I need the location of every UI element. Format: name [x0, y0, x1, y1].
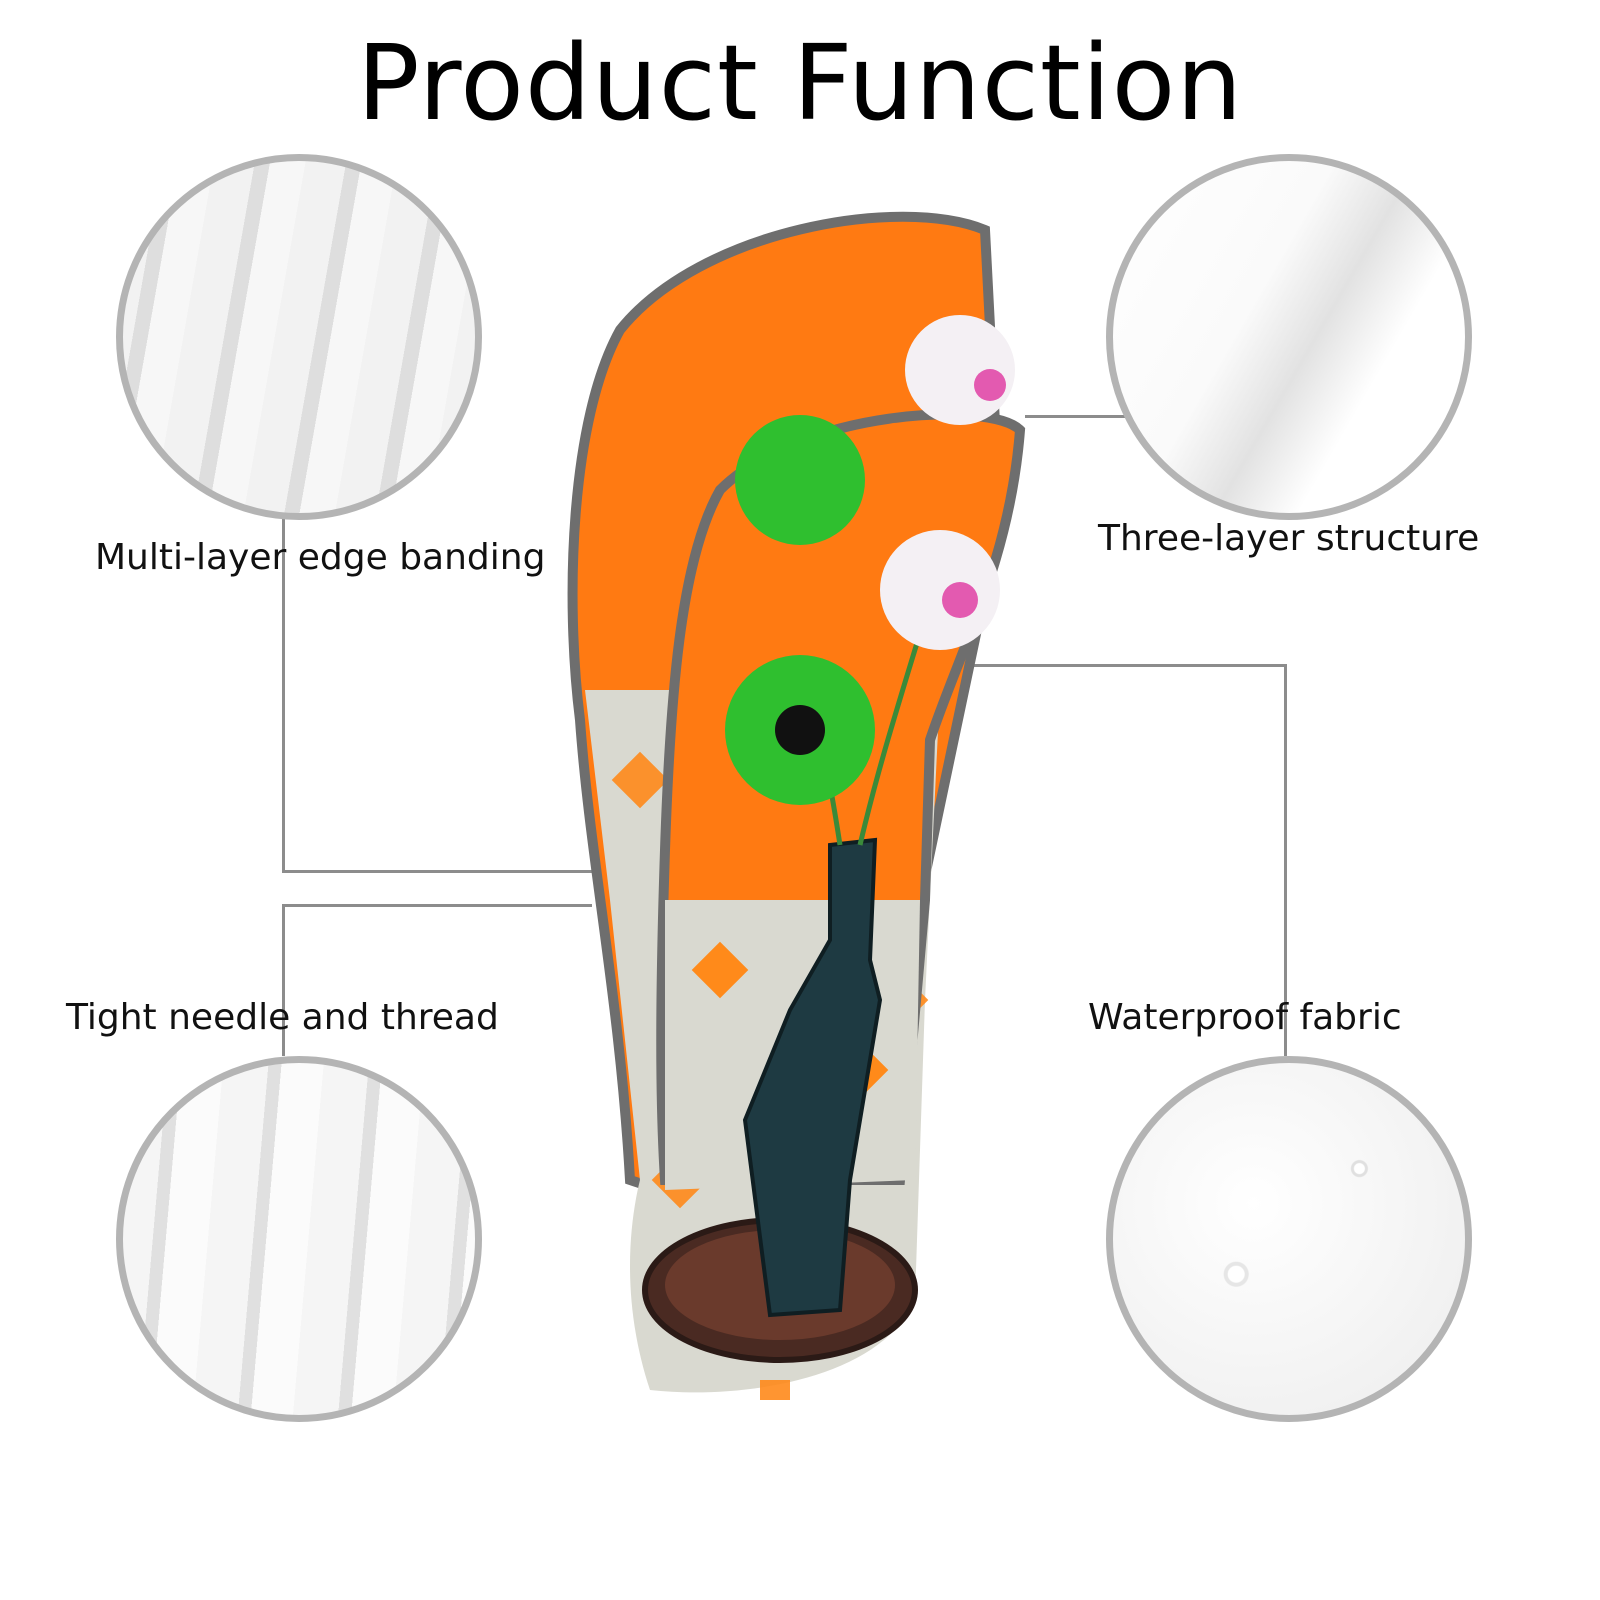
- connector-line: [282, 904, 592, 907]
- feature-label: Multi-layer edge banding: [95, 537, 546, 578]
- connector-line: [282, 515, 285, 873]
- edge-banding-detail-image: [116, 154, 482, 520]
- three-layer-detail-image: [1106, 154, 1472, 520]
- feature-label: Waterproof fabric: [1088, 997, 1402, 1038]
- connector-line: [895, 664, 1287, 667]
- connector-line: [282, 870, 592, 873]
- waterproof-detail-image: [1106, 1056, 1472, 1422]
- connector-line: [282, 904, 285, 1056]
- needle-thread-detail-image: [116, 1056, 482, 1422]
- feature-label: Tight needle and thread: [66, 997, 499, 1038]
- connector-line: [1025, 415, 1125, 418]
- connector-line: [1284, 664, 1287, 1056]
- feature-label: Three-layer structure: [1098, 518, 1480, 559]
- page-title: Product Function: [356, 22, 1244, 144]
